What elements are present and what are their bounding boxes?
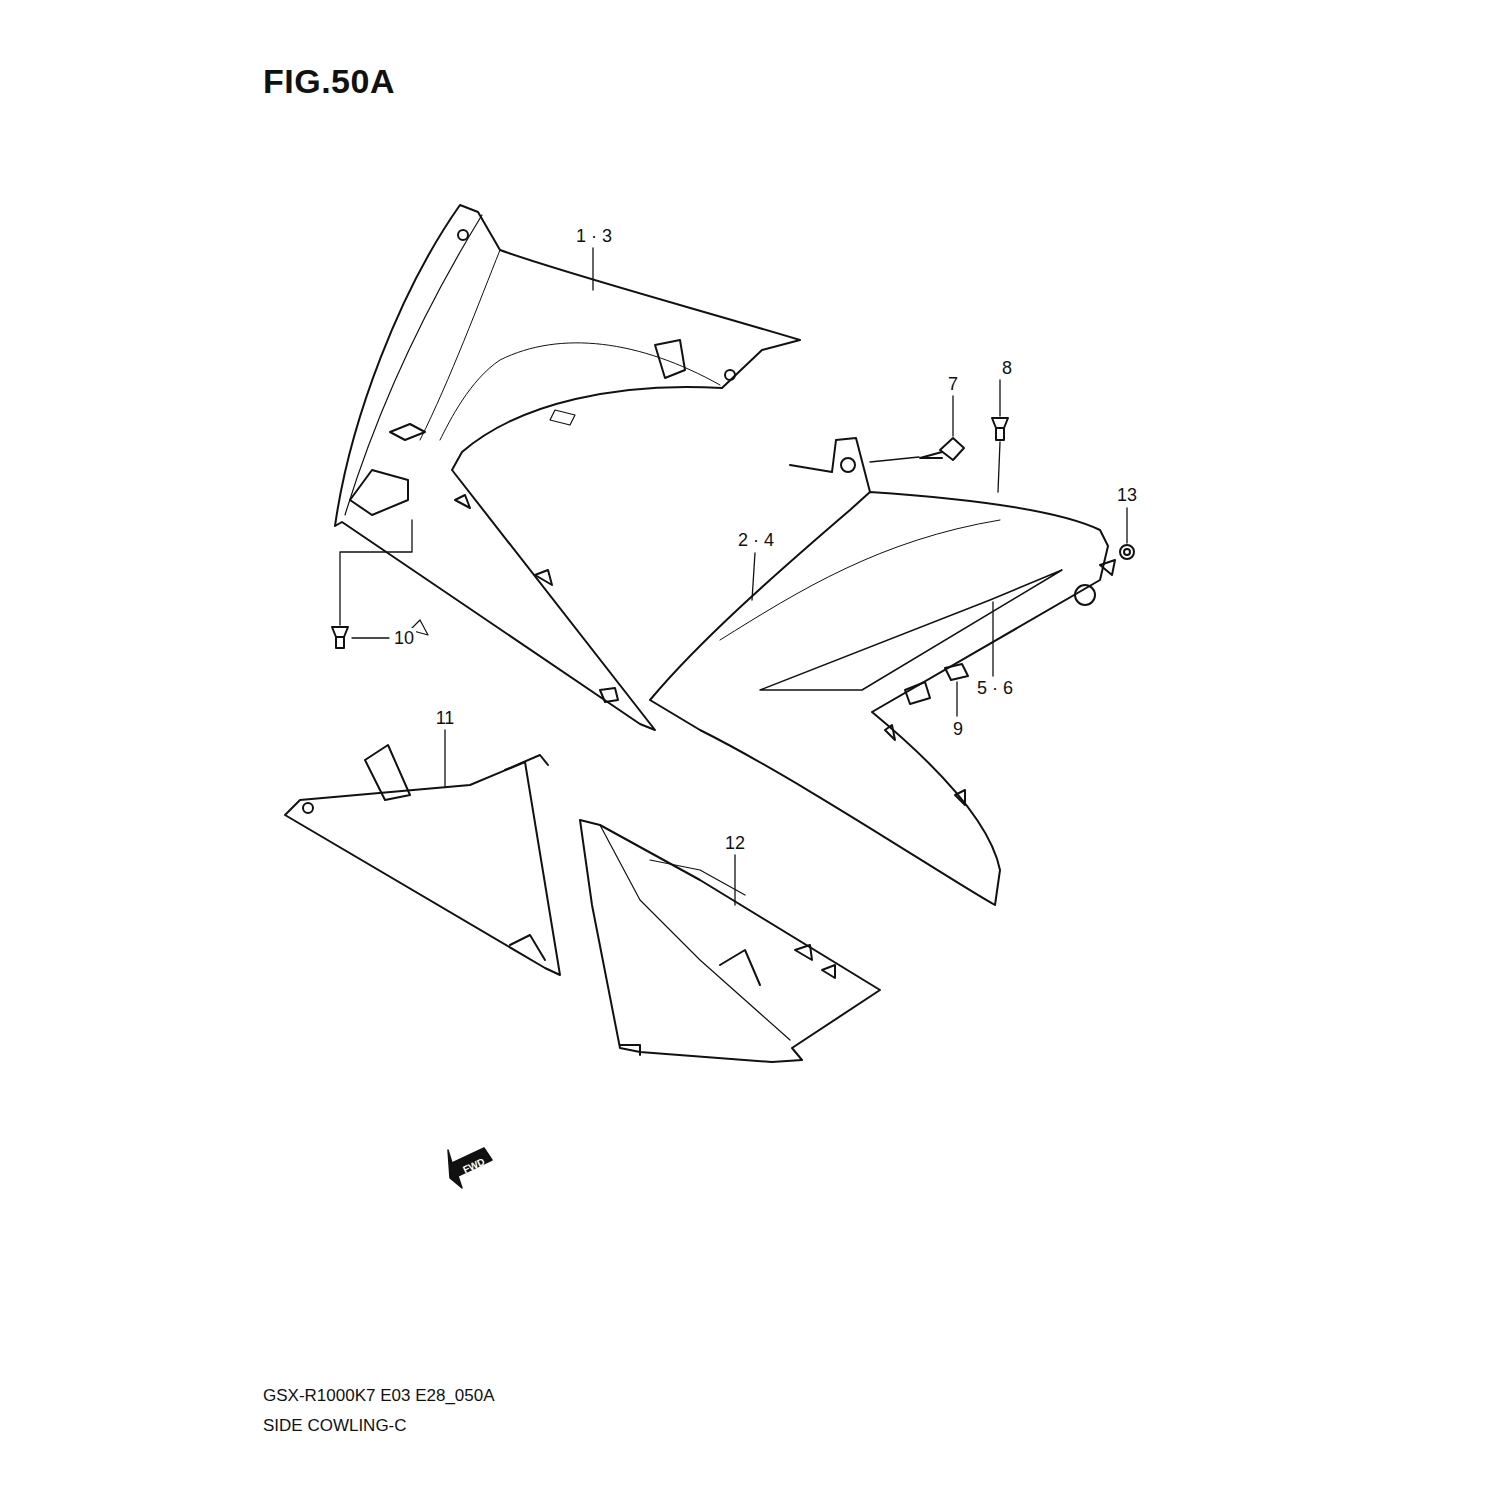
callout-number: 12 bbox=[723, 833, 747, 853]
figure-caption: SIDE COWLING-C bbox=[263, 1417, 407, 1434]
callout-number: 13 bbox=[1115, 485, 1139, 505]
callout-number: 1 · 3 bbox=[574, 226, 614, 246]
side-cowling bbox=[650, 438, 1115, 905]
callout-number: 8 bbox=[1000, 358, 1014, 378]
inner-panel-11 bbox=[285, 745, 560, 975]
callout-number: 2 · 4 bbox=[736, 530, 776, 550]
callout-number: 11 bbox=[434, 708, 457, 728]
callout-number: 7 bbox=[946, 374, 960, 394]
callout-number: 5 · 6 bbox=[975, 678, 1015, 698]
leader-lines bbox=[340, 248, 1127, 905]
upper-cowling bbox=[335, 205, 800, 730]
inner-panel-12 bbox=[580, 820, 880, 1062]
forward-arrow bbox=[448, 1148, 492, 1188]
callout-number: 9 bbox=[951, 719, 965, 739]
figure-title: FIG.50A bbox=[263, 64, 395, 98]
callout-number: 10 bbox=[392, 628, 416, 648]
drawing-code: GSX-R1000K7 E03 E28_050A bbox=[263, 1387, 495, 1404]
fasteners bbox=[332, 418, 1134, 680]
